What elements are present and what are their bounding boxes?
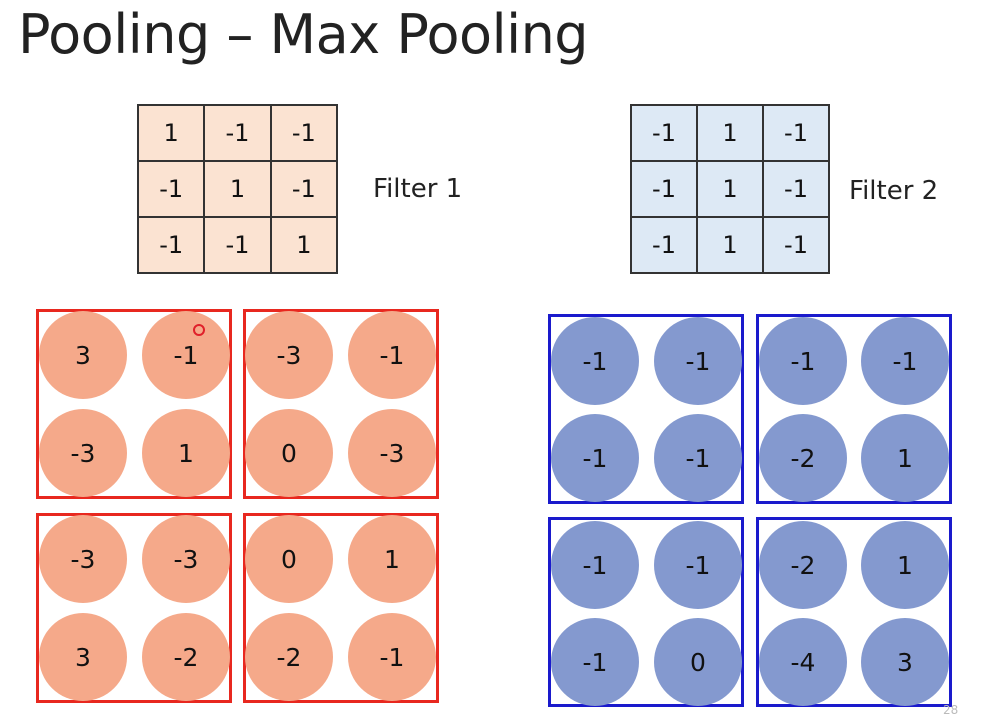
slide-title: Pooling – Max Pooling (18, 3, 589, 66)
feature-value: -2 (759, 521, 847, 609)
feature-value: -1 (551, 414, 639, 502)
pool-region-top-left (36, 309, 232, 499)
filter-cell: 1 (697, 217, 763, 273)
feature-value: 1 (348, 515, 436, 603)
filter-cell: -1 (270, 161, 337, 217)
pool-region-bottom-right (756, 517, 952, 707)
filter-cell: -1 (763, 105, 829, 161)
feature-value: -3 (348, 409, 436, 497)
filter-cell: -1 (763, 161, 829, 217)
feature-value: -3 (39, 515, 127, 603)
filter-cell: -1 (631, 105, 697, 161)
feature-value: 1 (142, 409, 230, 497)
pointer-cursor-icon (193, 324, 205, 336)
feature-value: -3 (245, 311, 333, 399)
feature-value: -1 (654, 521, 742, 609)
feature-value: -2 (245, 613, 333, 701)
feature-value: -1 (551, 317, 639, 405)
pool-region-bottom-left (548, 517, 744, 707)
filter-2-label: Filter 2 (849, 176, 939, 206)
feature-value: -1 (654, 317, 742, 405)
pool-region-bottom-right (243, 513, 439, 703)
feature-value: -1 (551, 618, 639, 706)
pool-region-top-right (756, 314, 952, 504)
filter-cell: 1 (204, 161, 271, 217)
feature-value: -3 (142, 515, 230, 603)
feature-value: -4 (759, 618, 847, 706)
filter-cell: -1 (763, 217, 829, 273)
filter-cell: 1 (697, 161, 763, 217)
feature-value: -1 (861, 317, 949, 405)
filter-cell: -1 (631, 161, 697, 217)
feature-value: 3 (861, 618, 949, 706)
pool-region-top-left (548, 314, 744, 504)
filter-2-matrix: -1 1 -1 -1 1 -1 -1 1 -1 (630, 104, 830, 274)
slide-number: 28 (943, 703, 959, 717)
feature-value: 3 (39, 311, 127, 399)
feature-value: -3 (39, 409, 127, 497)
filter-1-matrix: 1 -1 -1 -1 1 -1 -1 -1 1 (137, 104, 338, 274)
filter-cell: 1 (138, 105, 205, 161)
pool-region-bottom-left (36, 513, 232, 703)
filter-cell: -1 (138, 217, 205, 273)
feature-value: 0 (654, 618, 742, 706)
feature-value: -2 (759, 414, 847, 502)
feature-value: 3 (39, 613, 127, 701)
feature-value: -2 (142, 613, 230, 701)
feature-value: 0 (245, 409, 333, 497)
feature-value: -1 (551, 521, 639, 609)
filter-cell: -1 (204, 105, 271, 161)
feature-value: -1 (348, 613, 436, 701)
pool-region-top-right (243, 309, 439, 499)
feature-value: -1 (759, 317, 847, 405)
feature-value: 1 (861, 521, 949, 609)
feature-value: -1 (654, 414, 742, 502)
filter-1-label: Filter 1 (373, 174, 463, 204)
filter-cell: -1 (631, 217, 697, 273)
feature-value: -1 (348, 311, 436, 399)
filter-cell: -1 (270, 105, 337, 161)
filter-cell: -1 (138, 161, 205, 217)
feature-value: 0 (245, 515, 333, 603)
filter-cell: 1 (697, 105, 763, 161)
filter-cell: -1 (204, 217, 271, 273)
filter-cell: 1 (270, 217, 337, 273)
feature-value: -1 (142, 311, 230, 399)
feature-value: 1 (861, 414, 949, 502)
